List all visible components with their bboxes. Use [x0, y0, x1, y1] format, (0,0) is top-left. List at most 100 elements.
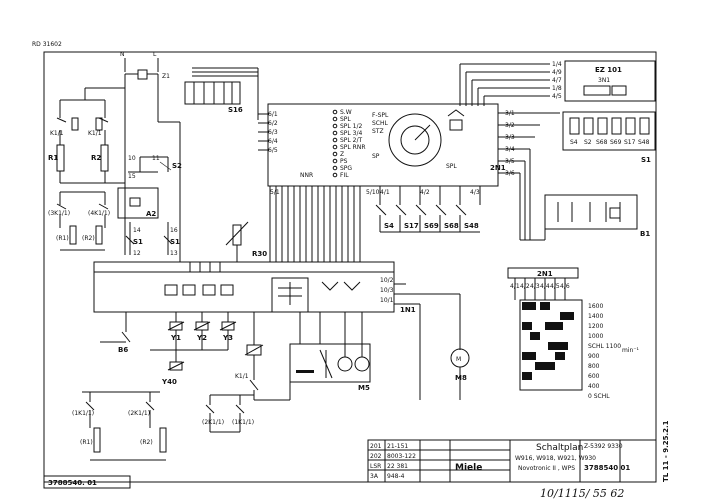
prog-bpin-11: 4/1 — [380, 189, 390, 196]
board-pin-1: 10/2 — [380, 277, 394, 284]
pump-m8: M M8 — [406, 293, 470, 400]
prog-bpin-1: 5/1 — [270, 189, 280, 196]
btn-s17: S17 — [624, 139, 636, 146]
speed-table: 2N1 4/1 4/2 4/3 4/4 4/5 4/6 1600 1400 12… — [507, 267, 639, 400]
rev-r3c2: 22 381 — [387, 463, 408, 470]
speed-table-id: 2N1 — [537, 270, 553, 278]
prog-item-7: Z — [340, 151, 344, 158]
speed-unit: min⁻¹ — [622, 347, 639, 354]
prog-bpin-13: 4/3 — [470, 189, 480, 196]
sw-s4: S4 — [384, 222, 394, 230]
fuse-box — [137, 69, 148, 80]
doc-series: Novotronic II , WPS — [518, 465, 575, 472]
btn-s48: S48 — [638, 139, 650, 146]
prog-item-5: SPL 2/T — [340, 137, 363, 144]
term-12: 12 — [133, 250, 141, 257]
valves: Y1 Y2 Y3 Y40 B6 — [100, 312, 237, 386]
s1-label-a: S1 — [133, 238, 143, 246]
m8-label: M8 — [455, 374, 467, 382]
bl-relay-1: (1K1/1) — [72, 410, 94, 417]
r1-label: R1 — [48, 154, 58, 162]
btn-s69: S69 — [610, 139, 622, 146]
prog-lpin-2: 6/2 — [268, 120, 278, 127]
b6-label: B6 — [118, 346, 128, 354]
doc-no: Z-5392 9330 — [584, 443, 623, 450]
r2-label: R2 — [91, 154, 101, 162]
prog-item-6: SPL RNR — [340, 144, 366, 151]
m5-box — [289, 343, 371, 383]
term-14: 14 — [133, 227, 141, 234]
speed-7: 800 — [588, 363, 600, 370]
rev-r4c2: 948-4 — [387, 473, 405, 480]
control-board: 1N1 10/2 10/3 10/1 — [93, 261, 416, 314]
prog-item-8: PS — [340, 158, 348, 165]
mod-pin-5: 4/5 — [552, 93, 562, 100]
button-group-s1: S1 — [641, 156, 651, 164]
speed-last: 0 SCHL — [588, 393, 610, 400]
sw-s48: S48 — [464, 222, 479, 230]
r30-label: R30 — [252, 250, 267, 258]
sw-s68: S68 — [444, 222, 459, 230]
switch-group: S4 S17 S69 S68 S48 — [375, 186, 481, 233]
rel-1k1: (1K1/1) — [232, 419, 254, 426]
mod-pin-3: 4/7 — [552, 77, 562, 84]
rev-r1c1: 201 — [370, 443, 382, 450]
footer-left-no: 3788540. 01 — [48, 479, 97, 487]
speed-6: 900 — [588, 353, 600, 360]
rev-r2c1: 202 — [370, 453, 382, 460]
s16-label: S16 — [228, 106, 243, 114]
prog-lpin-4: 6/4 — [268, 138, 278, 145]
prog-item-1: S.W — [340, 109, 352, 116]
dial-fspl: F-SPL — [372, 112, 389, 119]
ez101-box — [564, 60, 656, 102]
bl-res-2: (R2) — [140, 439, 153, 446]
sw-s17: S17 — [404, 222, 419, 230]
term-11: 11 — [152, 155, 160, 162]
rel-2k1: (2K1/1) — [202, 419, 224, 426]
programmer-box — [267, 103, 499, 187]
prog-lpin-1: 6/1 — [268, 111, 278, 118]
doc-number: 3788540 01 — [584, 464, 630, 472]
prog-item-11: NNR — [300, 172, 313, 179]
board-pin-3: 10/1 — [380, 297, 394, 304]
bl-res-1: (R1) — [80, 439, 93, 446]
dial-schl: SCHL — [372, 120, 389, 127]
r30-potentiometer: R30 — [225, 221, 267, 262]
speed-4: 1000 — [588, 333, 603, 340]
ez101-title: EZ 101 — [595, 66, 622, 74]
button-strip-box — [562, 111, 656, 151]
prog-item-9: SPG — [340, 165, 352, 172]
prog-items: S.W SPL SPL 1/2 SPL 3/4 SPL 2/T SPL RNR … — [300, 109, 366, 179]
rev-r1c2: 21-151 — [387, 443, 408, 450]
prog-bpin-12: 4/2 — [420, 189, 430, 196]
dial-stz: STZ — [372, 128, 384, 135]
m5-label: M5 — [358, 384, 370, 392]
a2-box — [117, 187, 159, 219]
wire-bus — [269, 186, 361, 262]
relay-3k1: (3K1/1) — [48, 210, 70, 217]
st-col-1: 4/1 — [510, 283, 520, 290]
bottom-left-heaters: (1K1/1) (2K1/1) (R1) (R2) — [72, 391, 167, 461]
speed-1: 1600 — [588, 303, 603, 310]
valve-y40: Y40 — [161, 378, 177, 386]
display-module: EZ 101 3N1 1/4 4/9 4/7 1/8 4/5 — [459, 60, 656, 106]
programmer-unit: 2N1 S.W SPL SPL 1/2 SPL 3/4 SPL 2/T SPL … — [258, 103, 560, 196]
mod-pin-2: 4/9 — [552, 69, 562, 76]
relay-4k1: (4K1/1) — [88, 210, 110, 217]
mod-pin-4: 1/8 — [552, 85, 562, 92]
rev-r3c1: LSR — [370, 463, 381, 470]
board-pin-2: 10/3 — [380, 287, 394, 294]
st-col-4: 4/4 — [540, 283, 550, 290]
rev-r2c2: 8003-122 — [387, 453, 416, 460]
company-logo: Miele — [455, 463, 482, 473]
m8-symbol: M — [456, 356, 461, 363]
speed-8: 600 — [588, 373, 600, 380]
title-block: 201 21-151 202 8003-122 LSR 22 381 3A 94… — [367, 439, 657, 483]
term-10: 10 — [128, 155, 136, 162]
sheet-border — [43, 51, 657, 483]
s2-label: S2 — [172, 162, 182, 170]
heater-section: K1/1 K1/1 R1 R2 (3K1/1) (4K1/1) (R1) (R2… — [48, 87, 125, 251]
prog-bpin-10: 5/10 — [366, 189, 380, 196]
term-15: 15 — [128, 173, 136, 180]
doc-type: Schaltplan — [536, 443, 583, 453]
